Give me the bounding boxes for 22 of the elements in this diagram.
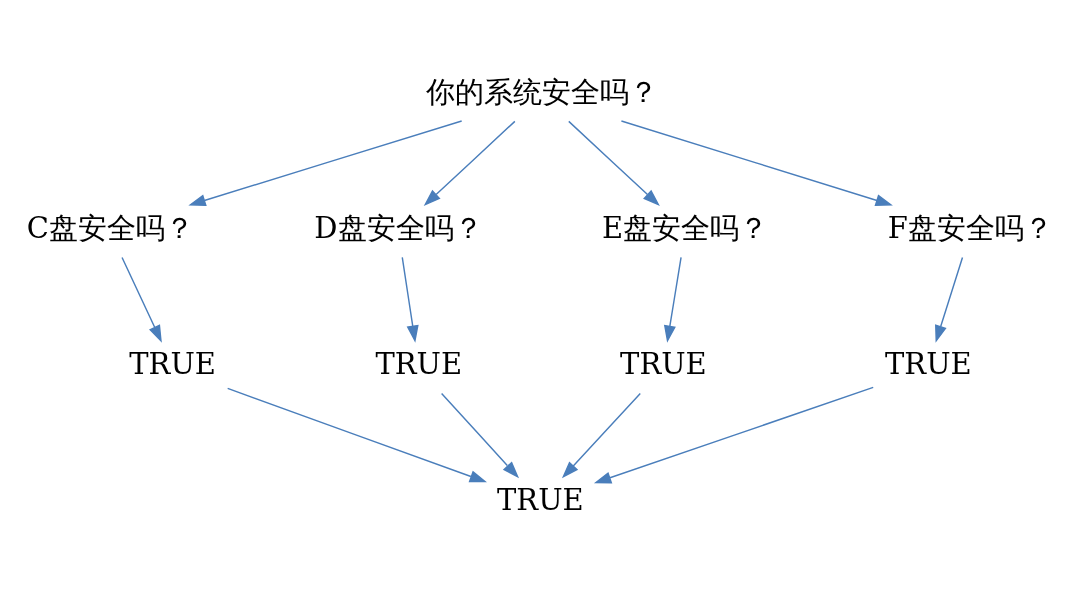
arrow <box>663 256 682 343</box>
arrow <box>440 392 520 479</box>
node-text: TRUE <box>620 347 707 382</box>
arrow <box>226 387 487 483</box>
node-text: D盘安全吗？ <box>314 211 483 246</box>
arrow <box>401 256 419 343</box>
node-text: TRUE <box>129 347 216 382</box>
arrow <box>620 120 893 207</box>
arrow <box>121 256 162 343</box>
node-text: TRUE <box>497 483 584 518</box>
arrow <box>188 120 463 207</box>
node-text: TRUE <box>885 347 972 382</box>
arrow <box>935 256 964 343</box>
arrow <box>593 386 874 484</box>
node-text: C盘安全吗？ <box>26 211 194 246</box>
arrow <box>561 392 641 479</box>
node-text: F盘安全吗？ <box>887 211 1053 246</box>
node-text: E盘安全吗？ <box>602 211 769 246</box>
arrow <box>568 120 660 207</box>
node-text: 你的系统安全吗？ <box>425 75 658 110</box>
node-text: TRUE <box>375 347 463 382</box>
arrow <box>423 120 516 207</box>
